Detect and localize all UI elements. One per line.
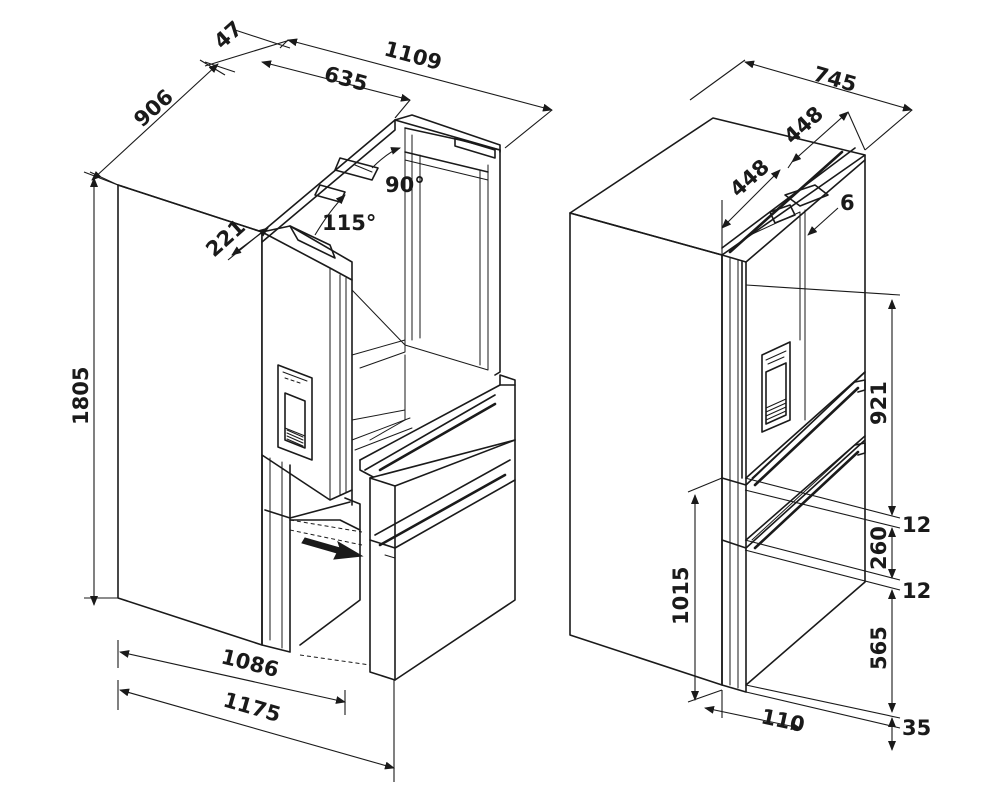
right-top-panel xyxy=(569,117,866,256)
label-12b: 12 xyxy=(902,579,931,603)
right-view-closed: 745 448 448 6 921 12 260 12 1015 565 110… xyxy=(569,59,931,751)
lower-left-drawer xyxy=(261,454,371,666)
dim-1175-line xyxy=(119,688,395,770)
left-door-panel xyxy=(261,231,353,501)
dim-90deg-arc xyxy=(371,147,401,169)
dim-635-line xyxy=(261,60,411,102)
dim-115deg-arc xyxy=(314,194,346,236)
label-35: 35 xyxy=(902,716,931,740)
label-448b: 448 xyxy=(779,102,828,149)
right-side-panel xyxy=(569,212,723,686)
label-921: 921 xyxy=(867,381,891,425)
dim-1109-line xyxy=(287,38,553,112)
label-6: 6 xyxy=(840,191,855,215)
left-view-open-doors: 906 47 635 1109 90° 115° 221 1805 1086 1… xyxy=(69,16,553,782)
cabinet-side-panel xyxy=(117,184,263,646)
label-906: 906 xyxy=(129,85,178,132)
label-565: 565 xyxy=(867,626,891,670)
dim-448b-line xyxy=(791,111,849,163)
inner-shelf xyxy=(351,339,406,369)
label-115deg: 115° xyxy=(322,211,376,235)
right-drawer-seam-1 xyxy=(721,371,866,486)
cabinet-top-edge xyxy=(117,184,263,233)
dim-6-line xyxy=(807,207,839,236)
lower-drawers-front xyxy=(369,439,516,681)
dim-47-line xyxy=(204,39,291,67)
label-635: 635 xyxy=(322,62,371,97)
label-448a: 448 xyxy=(725,155,774,202)
dim-906-line xyxy=(91,63,219,181)
water-dispenser xyxy=(277,364,313,461)
right-water-dispenser xyxy=(761,341,791,433)
label-1015: 1015 xyxy=(669,567,693,625)
right-drawer-handle-2 xyxy=(753,450,860,550)
left-door-handle-top xyxy=(289,225,336,259)
dim-12b-line xyxy=(744,539,901,591)
right-drawer-handle-1 xyxy=(753,386,860,487)
dim-12a-line xyxy=(744,477,901,529)
label-745: 745 xyxy=(811,62,860,97)
label-90deg: 90° xyxy=(385,173,425,197)
label-110: 110 xyxy=(759,704,807,737)
pull-direction-arrow xyxy=(301,537,364,560)
inner-wall-left xyxy=(351,289,406,346)
left-door-hinge-strip xyxy=(339,274,347,496)
left-door-edge xyxy=(261,225,353,281)
label-47: 47 xyxy=(209,16,247,53)
label-260: 260 xyxy=(867,526,891,570)
right-front-face xyxy=(745,154,866,686)
dim-745-line xyxy=(744,60,913,112)
label-12a: 12 xyxy=(902,513,931,537)
right-door-handle xyxy=(784,184,829,207)
dim-110-line xyxy=(704,705,801,731)
dim-448a-line xyxy=(721,169,781,229)
label-1109: 1109 xyxy=(382,37,445,75)
label-1805: 1805 xyxy=(69,367,93,425)
label-221: 221 xyxy=(201,215,250,262)
upper-drawer-open xyxy=(351,354,516,516)
fridge-compartment xyxy=(261,114,501,376)
